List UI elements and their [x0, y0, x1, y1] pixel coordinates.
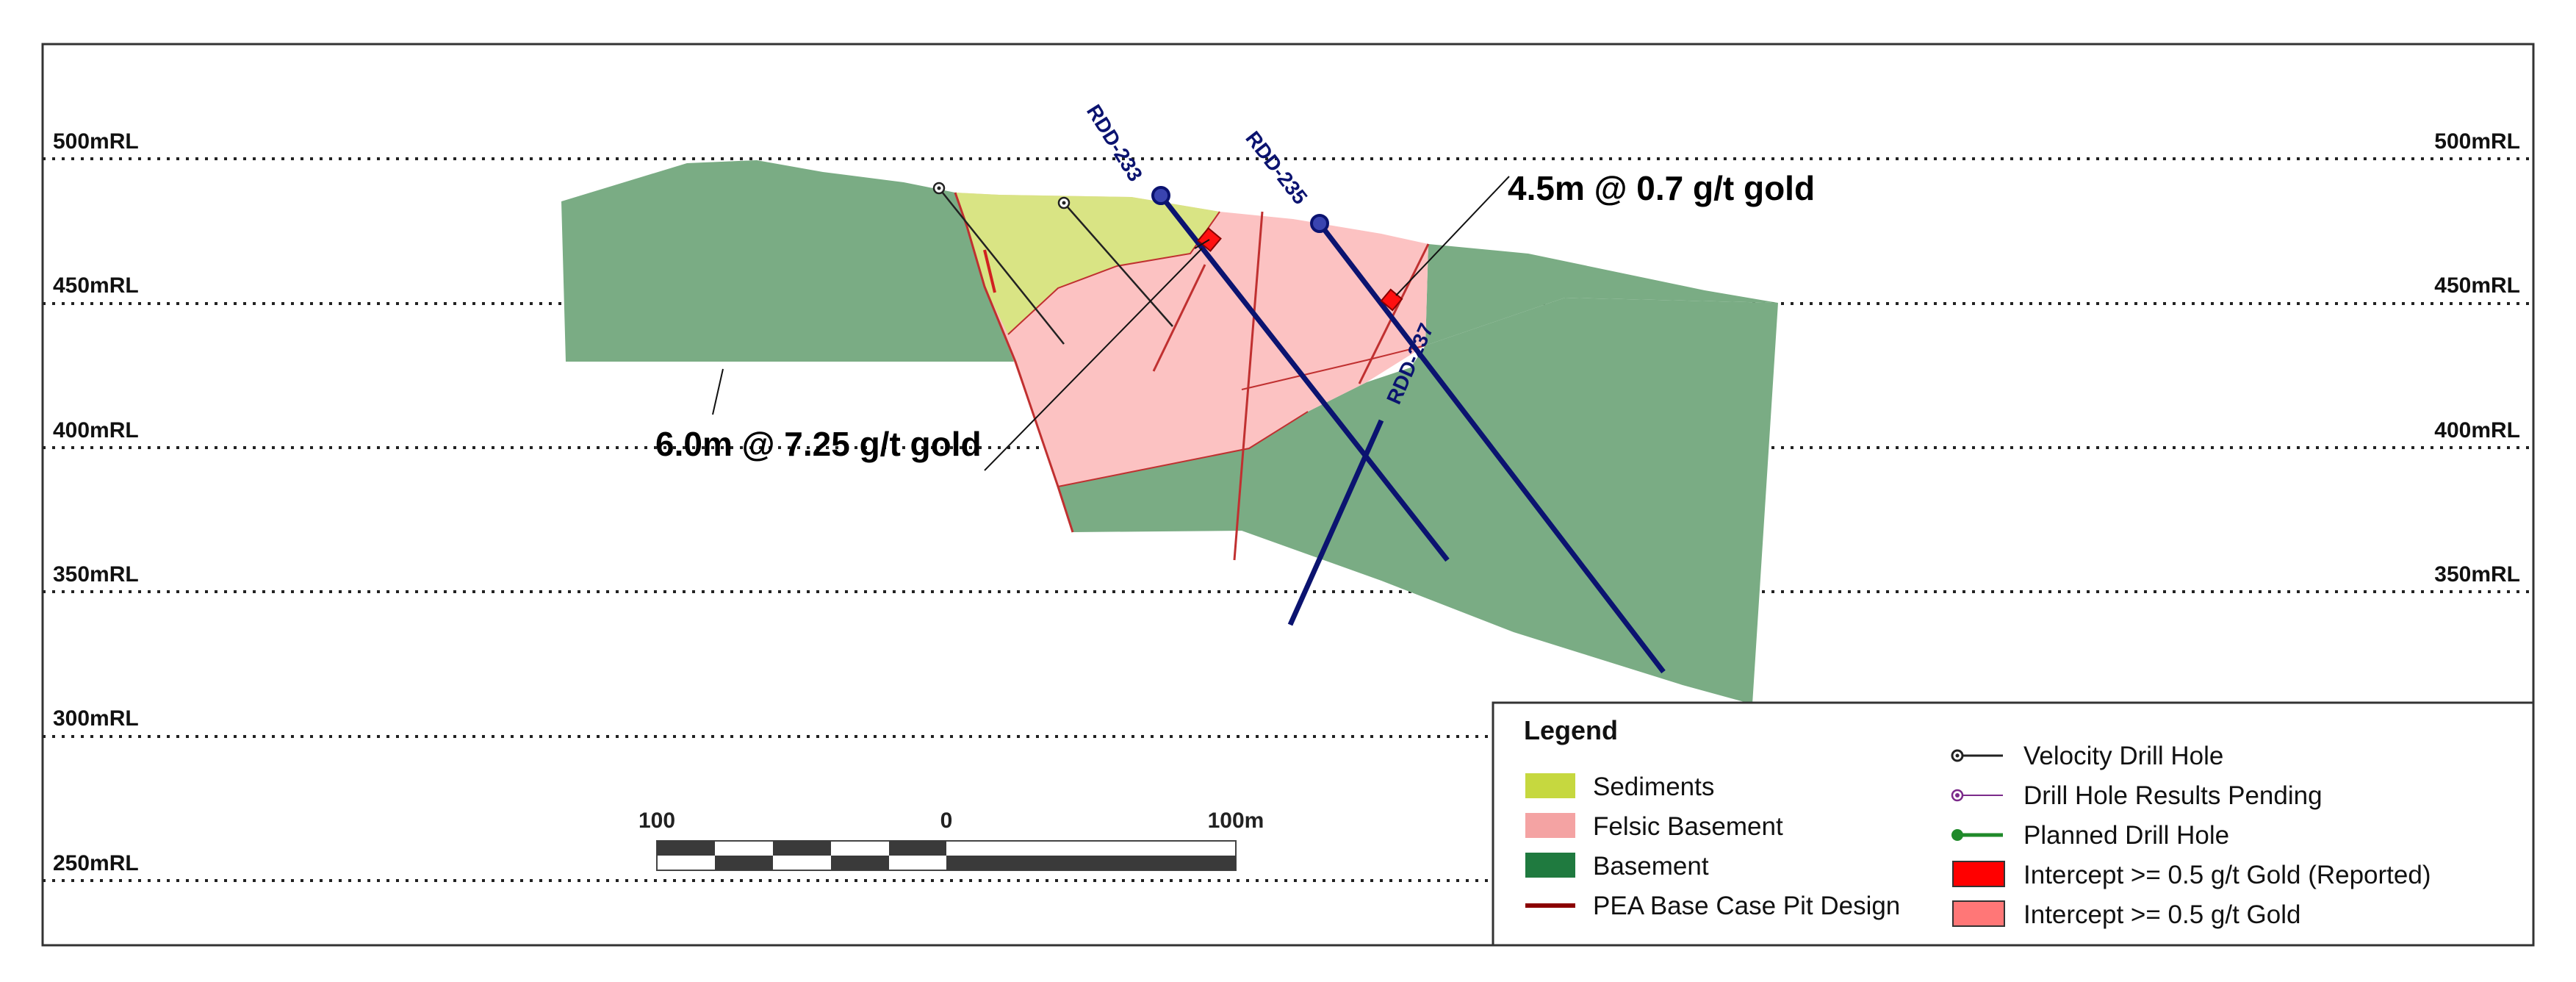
rl-label-500-left: 500mRL: [53, 129, 139, 154]
drill-hole-rdd-237-trace: [1287, 419, 1384, 626]
legend-planned-hole-icon: [1951, 829, 1963, 841]
drill-hole-rdd-235-collar-icon: [1310, 214, 1329, 233]
contact-felsic-basement-right: [1241, 345, 1426, 390]
legend-swatch-basement: [1525, 853, 1575, 878]
scale-bar-label-left: 100: [638, 809, 675, 833]
velocity-hole-2-collar-dot: [1062, 201, 1066, 205]
legend-label-basement: Basement: [1593, 852, 1709, 881]
rl-label-300-left: 300mRL: [53, 706, 139, 731]
callout-right-leader: [1395, 176, 1510, 296]
rl-labels-right: 500mRL 450mRL 400mRL 350mRL: [2434, 129, 2520, 587]
legend: Legend Sediments Felsic Basement Basemen…: [1492, 701, 2535, 947]
rl-labels-left: 500mRL 450mRL 400mRL 350mRL 300mRL 250mR…: [53, 129, 139, 875]
scale-seg: [657, 841, 715, 856]
legend-title: Legend: [1524, 715, 1618, 745]
rl-label-350-right: 350mRL: [2434, 562, 2520, 587]
fault-line: [1152, 264, 1206, 372]
legend-swatch-felsic-basement: [1525, 813, 1575, 838]
drill-holes: [1151, 186, 1666, 674]
scale-seg: [889, 841, 946, 856]
velocity-hole-2-trace: [1063, 202, 1173, 327]
drill-hole-rdd-233-collar-icon: [1151, 186, 1170, 205]
drill-hole-rdd-233-trace: [1159, 193, 1450, 562]
scale-bar-label-center: 0: [940, 809, 953, 833]
legend-label-intercept: Intercept >= 0.5 g/t Gold: [2023, 900, 2300, 929]
pit-design-line: [1233, 211, 1264, 561]
basement-right-upper: [1425, 244, 1778, 345]
rl-label-450-left: 450mRL: [53, 273, 139, 298]
sediments: [955, 193, 1220, 334]
legend-label-felsic-basement: Felsic Basement: [1593, 812, 1783, 841]
rl-label-500-right: 500mRL: [2434, 129, 2520, 154]
legend-swatch-intercept: [1952, 900, 2005, 927]
legend-label-sediments: Sediments: [1593, 773, 1714, 801]
scale-bar-label-right: 100m: [1208, 809, 1264, 833]
velocity-hole-1-collar-dot: [937, 186, 941, 190]
legend-label-results-pending: Drill Hole Results Pending: [2023, 781, 2323, 810]
rl-label-450-right: 450mRL: [2434, 273, 2520, 298]
legend-swatch-intercept-reported: [1952, 861, 2005, 887]
short-leader-line: [712, 368, 724, 415]
legend-swatch-sediments: [1525, 773, 1575, 798]
basement-lower: [1058, 298, 1778, 704]
basement-left: [561, 160, 1015, 362]
legend-pending-hole-dot: [1955, 793, 1960, 798]
rl-label-350-left: 350mRL: [53, 562, 139, 587]
rl-label-400-left: 400mRL: [53, 418, 139, 442]
callout-left-leader-tip: [1194, 239, 1210, 249]
legend-velocity-hole-dot: [1955, 753, 1960, 758]
legend-label-intercept-reported: Intercept >= 0.5 g/t Gold (Reported): [2023, 861, 2431, 889]
callout-right-text: 4.5m @ 0.7 g/t gold: [1508, 169, 1815, 207]
velocity-hole-1-trace: [938, 187, 1065, 345]
contact-felsic-basement: [1057, 411, 1309, 487]
rl-label-250-left: 250mRL: [53, 851, 139, 875]
scale-seg: [946, 856, 1236, 870]
scale-seg: [773, 841, 831, 856]
legend-label-pit-design: PEA Base Case Pit Design: [1593, 892, 1900, 920]
callout-left-leader: [984, 248, 1203, 471]
callout-left-text: 6.0m @ 7.25 g/t gold: [655, 425, 982, 463]
legend-label-velocity-drill-hole: Velocity Drill Hole: [2023, 742, 2223, 770]
velocity-drill-holes: [932, 182, 1173, 345]
rl-label-400-right: 400mRL: [2434, 418, 2520, 442]
pit-design-east-wall: [1358, 243, 1430, 384]
scale-seg: [831, 856, 889, 870]
legend-box: [1492, 701, 2535, 947]
drill-hole-rdd-235-trace: [1317, 221, 1666, 674]
scale-bar: 100 0 100m: [638, 809, 1264, 871]
legend-label-planned-drill-hole: Planned Drill Hole: [2023, 821, 2229, 850]
geology: [561, 160, 1778, 704]
scale-seg: [715, 856, 773, 870]
pit-design-small: [983, 249, 996, 293]
